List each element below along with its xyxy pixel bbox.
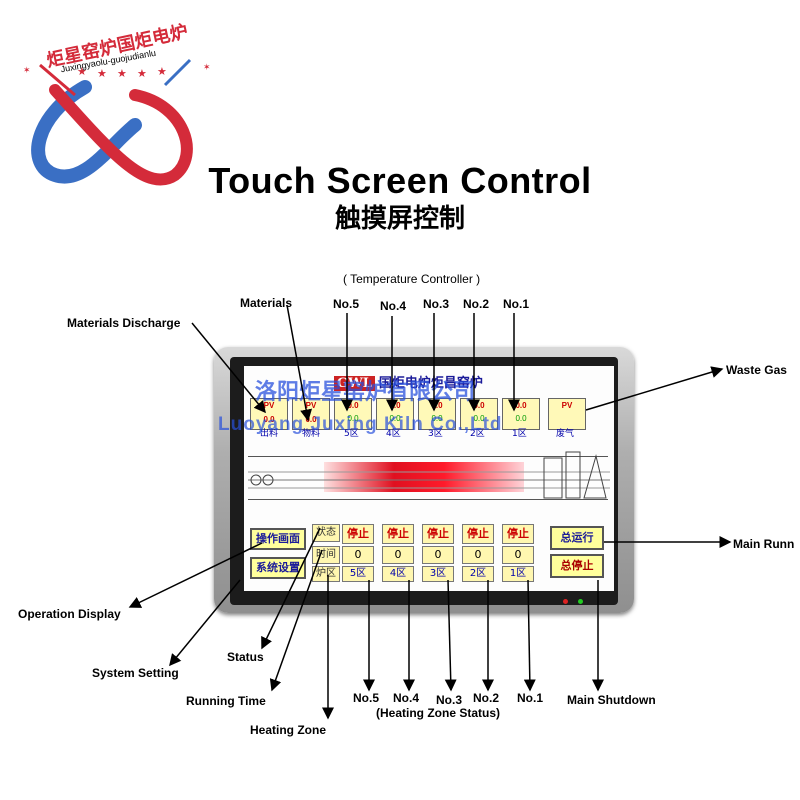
label-waste-gas: Waste Gas — [726, 363, 787, 377]
svg-text:★: ★ — [77, 66, 87, 78]
svg-text:✶: ✶ — [203, 62, 211, 72]
label-status: Status — [227, 650, 264, 664]
zone-label-1: 1区 — [512, 429, 527, 439]
title-chinese: 触摸屏控制 — [334, 204, 465, 234]
watermark-english: Luoyang Juxing Kiln Co.,Ltd — [218, 414, 503, 435]
label-bottom-no5: No.5 — [353, 691, 380, 705]
zone-label-waste-gas: 废气 — [556, 429, 575, 439]
label-running-time: Running Time — [186, 694, 266, 708]
label-top-no5: No.5 — [333, 297, 360, 311]
label-bottom-no4: No.4 — [393, 691, 420, 705]
zone2-status[interactable]: 停止 — [462, 524, 494, 544]
zone5-label: 5区 — [342, 566, 374, 582]
power-led-red — [563, 599, 568, 604]
pv-box-waste-gas: PV — [548, 398, 586, 430]
main-shutdown-button[interactable]: 总停止 — [550, 554, 604, 578]
label-system-setting: System Setting — [92, 666, 179, 680]
company-logo: ✶ ✶ ★ ★ ★ ★ ★ — [23, 58, 211, 186]
zone-label-3: 3区 — [428, 429, 443, 439]
zone-label-4: 4区 — [386, 429, 401, 439]
zone1-time: 0 — [502, 546, 534, 564]
screen-brand: GWL — [334, 376, 375, 391]
heating-gradient — [324, 462, 524, 492]
zone-label-2: 2区 — [470, 429, 485, 439]
operation-display-button[interactable]: 操作画面 — [250, 528, 306, 550]
label-heating-zone: Heating Zone — [250, 723, 327, 737]
label-top-no3: No.3 — [423, 297, 450, 311]
label-bottom-no3: No.3 — [436, 693, 463, 707]
zone-label-5: 5区 — [344, 429, 359, 439]
label-top-no2: No.2 — [463, 297, 490, 311]
zone5-time: 0 — [342, 546, 374, 564]
svg-text:★: ★ — [97, 68, 107, 80]
label-materials-discharge: Materials Discharge — [67, 316, 181, 330]
kiln-diagram — [248, 456, 608, 500]
screen-title-text: 国炬电炉炬昌窑炉 — [378, 376, 483, 391]
svg-text:★: ★ — [117, 68, 127, 80]
label-bottom-no1: No.1 — [517, 691, 544, 705]
title-english: Touch Screen Control — [208, 160, 592, 201]
zone5-status[interactable]: 停止 — [342, 524, 374, 544]
main-run-button[interactable]: 总运行 — [550, 526, 604, 550]
zone3-label: 3区 — [422, 566, 454, 582]
zone-row-label: 炉区 — [312, 566, 340, 582]
label-operation-display: Operation Display — [18, 607, 121, 621]
label-top-no4: No.4 — [380, 299, 407, 313]
label-main-shutdown: Main Shutdown — [567, 693, 656, 707]
zone3-status[interactable]: 停止 — [422, 524, 454, 544]
zone-label-discharge: 出料 — [260, 429, 279, 439]
label-materials: Materials — [240, 296, 293, 310]
svg-text:★: ★ — [137, 68, 147, 80]
zone-label-materials: 物料 — [302, 429, 321, 439]
label-top-no1: No.1 — [503, 297, 530, 311]
label-main-run: Main Runn — [733, 537, 795, 551]
kiln-mechanics — [248, 451, 610, 499]
power-led-green — [578, 599, 583, 604]
zone2-time: 0 — [462, 546, 494, 564]
zone3-time: 0 — [422, 546, 454, 564]
zone1-label: 1区 — [502, 566, 534, 582]
label-heating-zone-status: (Heating Zone Status) — [376, 706, 501, 720]
label-bottom-no2: No.2 — [473, 691, 500, 705]
zone4-time: 0 — [382, 546, 414, 564]
zone1-status[interactable]: 停止 — [502, 524, 534, 544]
system-setting-button[interactable]: 系统设置 — [250, 557, 306, 579]
zone4-label: 4区 — [382, 566, 414, 582]
svg-text:★: ★ — [157, 66, 167, 78]
label-temperature-controller: ( Temperature Controller ) — [343, 272, 481, 286]
svg-text:✶: ✶ — [23, 65, 31, 75]
zone2-label: 2区 — [462, 566, 494, 582]
zone4-status[interactable]: 停止 — [382, 524, 414, 544]
